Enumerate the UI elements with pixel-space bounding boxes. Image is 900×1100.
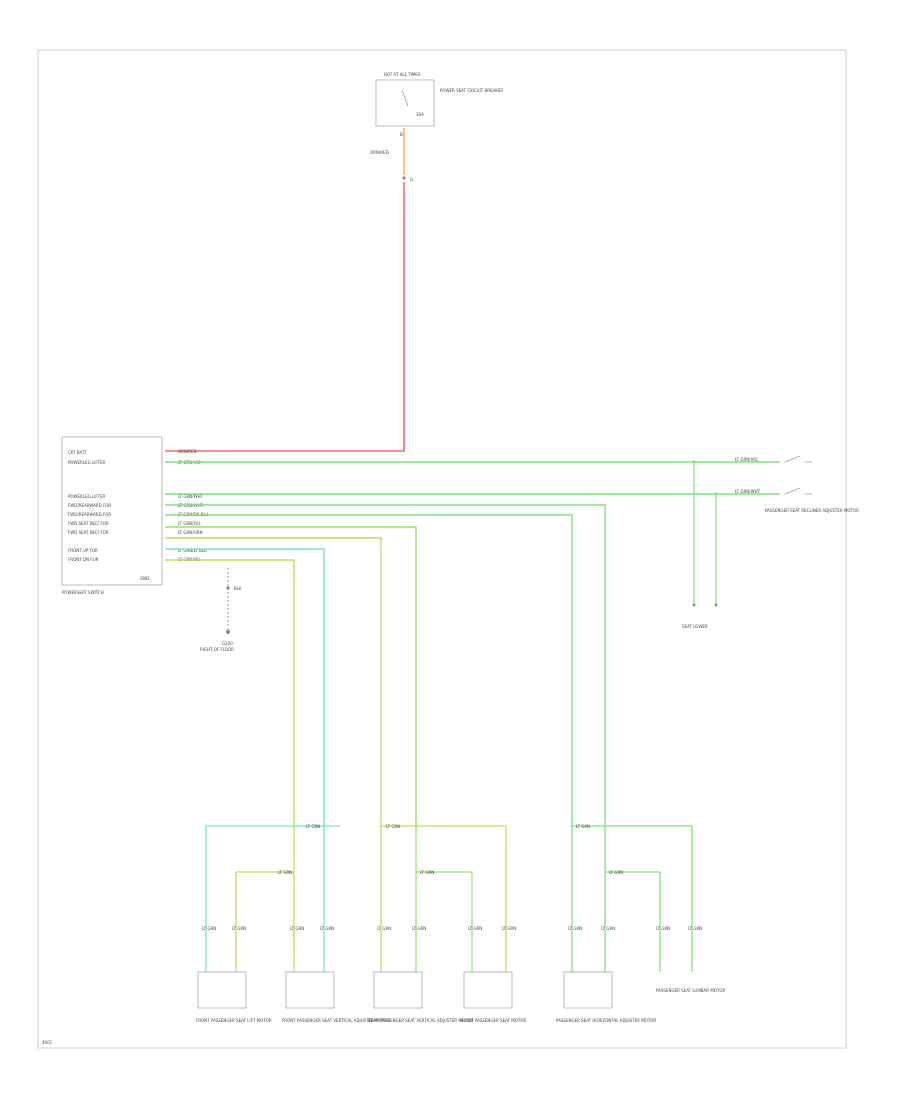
motor-box [285,971,335,1009]
switch-row-label: FWD/REARWARD FOR [68,503,111,508]
ground-node [226,630,230,634]
motor-wire-label: LT GRN [468,926,482,931]
motor-wire-label: LT GRN [232,926,246,931]
ground-location: RIGHT OF FLOOR [200,647,234,652]
motor-label: FRONT PASSENGER SEAT MOTOR [460,1018,527,1023]
splice-label: LT GRN [386,824,400,829]
splice-label: LT GRN [306,824,320,829]
switch-row-label: FRONT DN FOR [68,557,99,562]
right-side: LT GRN/VIO LT GRN/WHT PASSENGER SEAT REC… [682,455,859,629]
wire-front-up [165,548,325,830]
wire-label: LT GRN/LT BLU [178,548,207,553]
switch-ground-dot [226,586,230,590]
switch-row-label: FWD/REARWARD FOR [68,512,111,517]
motor-label: FRONT PASSENGER SEAT LIFT MOTOR [196,1018,272,1023]
motor-label: FRONT PASSENGER SEAT VERTICAL ADJUSTER M… [282,1018,390,1023]
wire-belt-2 [165,537,382,830]
motor-wire-label: LT GRN [377,926,391,931]
fuse-label: HOT AT ALL TIMES [384,72,421,77]
wire-label: LT GRN/ORN [178,530,203,535]
powerseat-switch: CKT BATT POWERLEG LIFTER POWERLEG LIFTER… [61,436,163,595]
wire-front-dn [165,559,295,830]
splice-label: LT GRN [576,824,590,829]
fuse-wire-label: ORN/RED [370,150,389,155]
splice-label: LT GRN [420,870,434,875]
motor: FRONT PASSENGER SEAT MOTOR LT GRN LT GRN [460,926,527,1023]
node-dot [714,603,718,607]
fuse-ground-label: G [410,177,413,182]
junction-dot [714,492,718,496]
fuse-name: POWER SEAT CIRCUIT BREAKER [440,88,503,93]
switch-row-label: GND [140,576,149,581]
wire-fwd-2 [165,514,573,830]
wire-label: LT GRN/WHT [178,494,204,499]
switch-row-label: FWD SEAT BELT FOR [68,521,109,526]
motor-wire-label: LT GRN [320,926,334,931]
motor-label: REAR PASSENGER SEAT VERTICAL ADJUSTER MO… [368,1018,474,1023]
motor-box [373,971,423,1009]
motor-label: PASSENGER SEAT LUMBAR MOTOR [656,988,726,993]
right-wire-label: LT GRN/VIO [735,457,758,462]
switch-row-label: POWERLEG LIFTER [68,460,106,465]
switch-row-label: POWERLEG LIFTER [68,494,106,499]
fuse-rating: 30A [416,112,424,117]
splice-label: LT GRN [609,870,623,875]
motor-label: PASSENGER SEAT HORIZONTAL ADJUSTER MOTOR [556,1018,656,1023]
fuse-box [375,79,435,127]
node-dot [692,603,696,607]
motor-wire-label: LT GRN [601,926,615,931]
wire-label: ORN/RED [178,449,197,454]
right-node-label: SEAT LOWER [682,624,708,629]
switch-title: POWERSEAT SWITCH [62,590,104,595]
right-wire-label: LT GRN/WHT [735,489,761,494]
ground-node-label: G200 [222,641,233,646]
motor-wire-label: LT GRN [202,926,216,931]
motor-wire-label: LT GRN [656,926,670,931]
footer-code: 4001 [42,1040,53,1045]
wire-label: LT GRN/YEL [178,521,202,526]
motor-wire-label: LT GRN [568,926,582,931]
switch-box [61,436,163,586]
supply-wire-red [165,182,405,452]
motor-wire-label: LT GRN [688,926,702,931]
motor: FRONT PASSENGER SEAT VERTICAL ADJUSTER M… [282,926,390,1023]
diagram-frame [37,49,847,1049]
motor-wire-label: LT GRN [412,926,426,931]
motor: REAR PASSENGER SEAT VERTICAL ADJUSTER MO… [368,926,474,1023]
motor: PASSENGER SEAT LUMBAR MOTOR LT GRN LT GR… [656,926,726,993]
motor: FRONT PASSENGER SEAT LIFT MOTOR LT GRN L… [196,926,272,1023]
motor-box [463,971,513,1009]
motor-box [563,971,613,1009]
wire-fwd-1 [165,504,606,830]
fuse-element [401,89,409,107]
right-switch-name: PASSENGER SEAT RECLINER ADJUSTER MOTOR [765,508,859,513]
switch-row-label: FWD SEAT BELT FOR [68,530,109,535]
motor-wire-label: LT GRN [290,926,304,931]
wire-belt-1 [165,526,417,830]
fuse-ground-dot [402,176,406,180]
circuit-breaker: HOT AT ALL TIMES 30A POWER SEAT CIRCUIT … [370,72,503,182]
switch-row-label: CKT BATT [68,450,87,455]
junction-dot [692,460,696,464]
fuse-pin: B [400,132,403,137]
switch-ground-wire-label: BLK [234,586,242,591]
right-switch-symbol [784,487,812,495]
motor: PASSENGER SEAT HORIZONTAL ADJUSTER MOTOR… [556,926,656,1023]
motor-box [197,971,247,1009]
splice-label: LT GRN [278,870,292,875]
right-switch-symbol [784,455,812,463]
switch-row-label: FRONT UP FOR [68,548,98,553]
motor-wire-label: LT GRN [502,926,516,931]
